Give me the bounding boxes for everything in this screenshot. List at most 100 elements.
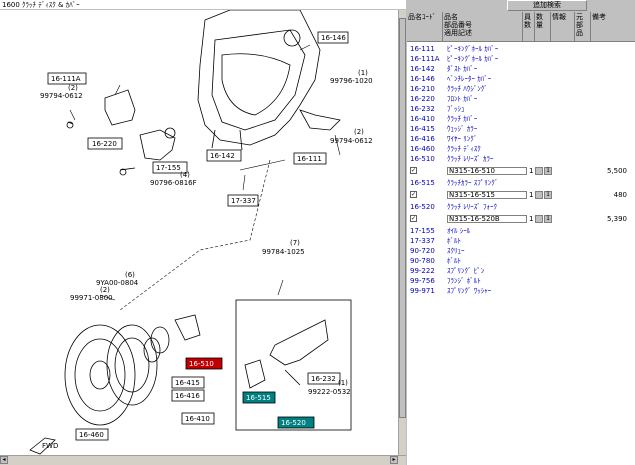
table-row[interactable]: 90-780 ﾎﾞﾙﾄ: [410, 257, 461, 265]
parts-list-pane: 追加検索 品名ｺｰﾄﾞ 品名 部品番号 適用記述 員数 数量 情報 元部品 備考…: [407, 0, 635, 465]
parts-diagram: FWD 16-146 16-111A 16-220 17-155 16-1: [29, 10, 373, 455]
table-row[interactable]: 16-111A ﾋﾟｰｷﾝｸﾞﾎｰﾙ ｶﾊﾞｰ: [410, 55, 499, 63]
table-row[interactable]: 99-971 ｽﾌﾟﾘﾝｸﾞ ﾜｯｼｬｰ: [410, 287, 492, 295]
svg-text:16-410: 16-410: [185, 415, 210, 423]
diagram-horizontal-scrollbar[interactable]: ◂ ▸: [0, 455, 406, 465]
part-number-row[interactable]: ✓ N315-16-510 1 1 5,500: [410, 167, 627, 175]
select-checkbox[interactable]: ✓: [410, 215, 417, 222]
diagram-vertical-scrollbar[interactable]: [398, 10, 406, 455]
table-row[interactable]: 16-460 ｸﾗｯﾁ ﾃﾞｨｽｸ: [410, 145, 481, 153]
table-row[interactable]: 16-410 ｸﾗｯﾁ ｶﾊﾞｰ: [410, 115, 478, 123]
callout-16-416[interactable]: 16-416: [171, 389, 205, 402]
quantity-stepper[interactable]: 1: [544, 215, 552, 223]
col-header-remark: 備考: [592, 13, 606, 21]
quantity-stepper[interactable]: 1: [544, 191, 552, 199]
callout-16-415[interactable]: 16-415: [171, 376, 205, 389]
table-row[interactable]: 16-232 ﾌﾞｯｼｭ: [410, 105, 465, 113]
callout-16-520[interactable]: 16-520: [277, 416, 315, 429]
svg-text:99784-1025: 99784-1025: [262, 248, 305, 256]
svg-text:99794-0612: 99794-0612: [330, 137, 373, 145]
quantity-decrement-button[interactable]: [535, 167, 543, 175]
callout-16-510[interactable]: 16-510: [185, 357, 223, 370]
svg-text:16-111: 16-111: [297, 155, 322, 163]
svg-text:16-220: 16-220: [92, 140, 117, 148]
callout-16-410[interactable]: 16-410: [181, 412, 215, 425]
svg-text:FWD: FWD: [42, 442, 58, 450]
svg-text:90796-0816F: 90796-0816F: [150, 179, 197, 187]
callout-16-111[interactable]: 16-111: [293, 152, 327, 165]
svg-text:99222-0532: 99222-0532: [308, 388, 351, 396]
window-title: 1600 ｸﾗｯﾁ ﾃﾞｨｽｸ & ｶﾊﾞｰ: [2, 1, 80, 9]
part-number-labels: (1) 99796-1020 (2) 99794-0612 (2) 99794-…: [40, 69, 373, 396]
svg-text:16-520: 16-520: [281, 419, 306, 427]
clutch-disc-drawing: [64, 314, 201, 426]
part-number-row[interactable]: ✓ N315-16-520B 1 1 5,390: [410, 215, 627, 223]
table-row[interactable]: 16-111 ﾋﾟｰｷﾝｸﾞﾎｰﾙ ｶﾊﾞｰ: [410, 45, 499, 53]
callout-16-220[interactable]: 16-220: [87, 137, 123, 150]
table-row[interactable]: 16-515 ｸﾗｯﾁｶﾗｰ ｽﾌﾟﾘﾝｸﾞ: [410, 179, 499, 187]
part-number-row[interactable]: ✓ N315-16-515 1 1 480: [410, 191, 627, 199]
col-header-price: 元部品: [575, 12, 591, 42]
front-cover-drawing: [119, 127, 176, 176]
callout-17-337[interactable]: 17-337: [227, 194, 259, 207]
col-header-code: 品名ｺｰﾄﾞ: [407, 12, 443, 42]
part-number-field[interactable]: N315-16-515: [447, 191, 527, 199]
svg-text:16-415: 16-415: [175, 379, 200, 387]
col-header-qty: 員数: [523, 12, 535, 42]
svg-text:(7): (7): [290, 239, 300, 247]
part-number-field[interactable]: N315-16-520B: [447, 215, 527, 223]
quantity-decrement-button[interactable]: [535, 215, 543, 223]
svg-text:(4): (4): [180, 171, 190, 179]
scroll-left-icon[interactable]: ◂: [0, 456, 8, 464]
select-checkbox[interactable]: ✓: [410, 167, 417, 174]
table-row[interactable]: 16-416 ﾜｲﾔｰ ﾘﾝｸﾞ: [410, 135, 478, 143]
table-row[interactable]: 99-756 ﾌﾗﾝｼﾞ ﾎﾞﾙﾄ: [410, 277, 481, 285]
table-row[interactable]: 16-415 ｳｪｯｼﾞ ｶﾗｰ: [410, 125, 478, 133]
table-row[interactable]: 16-210 ｸﾗｯﾁ ﾊｳｼﾞﾝｸﾞ: [410, 85, 488, 93]
callout-17-155[interactable]: 17-155: [152, 161, 188, 174]
callout-16-232[interactable]: 16-232: [307, 372, 341, 385]
col-header-info: 情報: [551, 12, 575, 42]
quantity-stepper[interactable]: 1: [544, 167, 552, 175]
col-header-name: 品名 部品番号 適用記述: [443, 12, 523, 42]
parts-table-header: 品名ｺｰﾄﾞ 品名 部品番号 適用記述 員数 数量 情報 元部品 備考: [407, 12, 635, 42]
table-row[interactable]: 99-222 ｽﾌﾟﾘﾝｸﾞ ﾋﾟﾝ: [410, 267, 485, 275]
svg-text:(1): (1): [338, 379, 348, 387]
col-header-order: 数量: [535, 12, 551, 42]
svg-text:(6): (6): [125, 271, 135, 279]
svg-text:9YA00-0804: 9YA00-0804: [96, 279, 139, 287]
svg-text:(2): (2): [100, 286, 110, 294]
svg-text:99794-0612: 99794-0612: [40, 92, 83, 100]
clutch-housing-drawing: [197, 10, 341, 151]
svg-text:(2): (2): [68, 84, 78, 92]
table-row[interactable]: 17-337 ﾎﾞﾙﾄ: [410, 237, 461, 245]
callout-16-460[interactable]: 16-460: [75, 428, 109, 441]
table-row[interactable]: 90-720 ｽｸﾘｭｰ: [410, 247, 465, 255]
svg-text:16-232: 16-232: [311, 375, 336, 383]
svg-text:16-416: 16-416: [175, 392, 200, 400]
part-number-field[interactable]: N315-16-510: [447, 167, 527, 175]
table-row[interactable]: 16-510 ｸﾗｯﾁ ﾚﾘｰｽﾞ ｶﾗｰ: [410, 155, 494, 163]
callout-16-146[interactable]: 16-146: [317, 31, 349, 44]
table-row[interactable]: 16-520 ｸﾗｯﾁ ﾚﾘｰｽﾞ ﾌｫｰｸ: [410, 203, 497, 211]
cover-16-111A-drawing: [66, 89, 136, 129]
callout-16-515[interactable]: 16-515: [242, 391, 276, 404]
quantity-decrement-button[interactable]: [535, 191, 543, 199]
table-row[interactable]: 16-142 ﾀﾞｽﾄ ｶﾊﾞｰ: [410, 65, 478, 73]
scroll-right-icon[interactable]: ▸: [390, 456, 398, 464]
diagram-vscroll-thumb[interactable]: [399, 18, 406, 418]
callout-16-111A[interactable]: 16-111A: [47, 72, 87, 85]
table-row[interactable]: 16-220 ﾌﾛﾝﾄ ｶﾊﾞｰ: [410, 95, 478, 103]
svg-text:(2): (2): [354, 128, 364, 136]
svg-text:99971-0800: 99971-0800: [70, 294, 113, 302]
svg-text:(1): (1): [358, 69, 368, 77]
callout-16-142[interactable]: 16-142: [206, 149, 242, 162]
table-row[interactable]: 17-155 ｵｲﾙ ｼｰﾙ: [410, 227, 471, 235]
table-row[interactable]: 16-146 ﾍﾞﾝﾁﾚｰﾀｰ ｶﾊﾞｰ: [410, 75, 492, 83]
select-checkbox[interactable]: ✓: [410, 191, 417, 198]
parts-table-body: 16-111 ﾋﾟｰｷﾝｸﾞﾎｰﾙ ｶﾊﾞｰ 16-111A ﾋﾟｰｷﾝｸﾞﾎｰ…: [407, 42, 635, 465]
svg-text:16-460: 16-460: [79, 431, 104, 439]
svg-text:99796-1020: 99796-1020: [330, 77, 373, 85]
add-search-button[interactable]: 追加検索: [507, 0, 587, 11]
svg-text:17-337: 17-337: [231, 197, 256, 205]
